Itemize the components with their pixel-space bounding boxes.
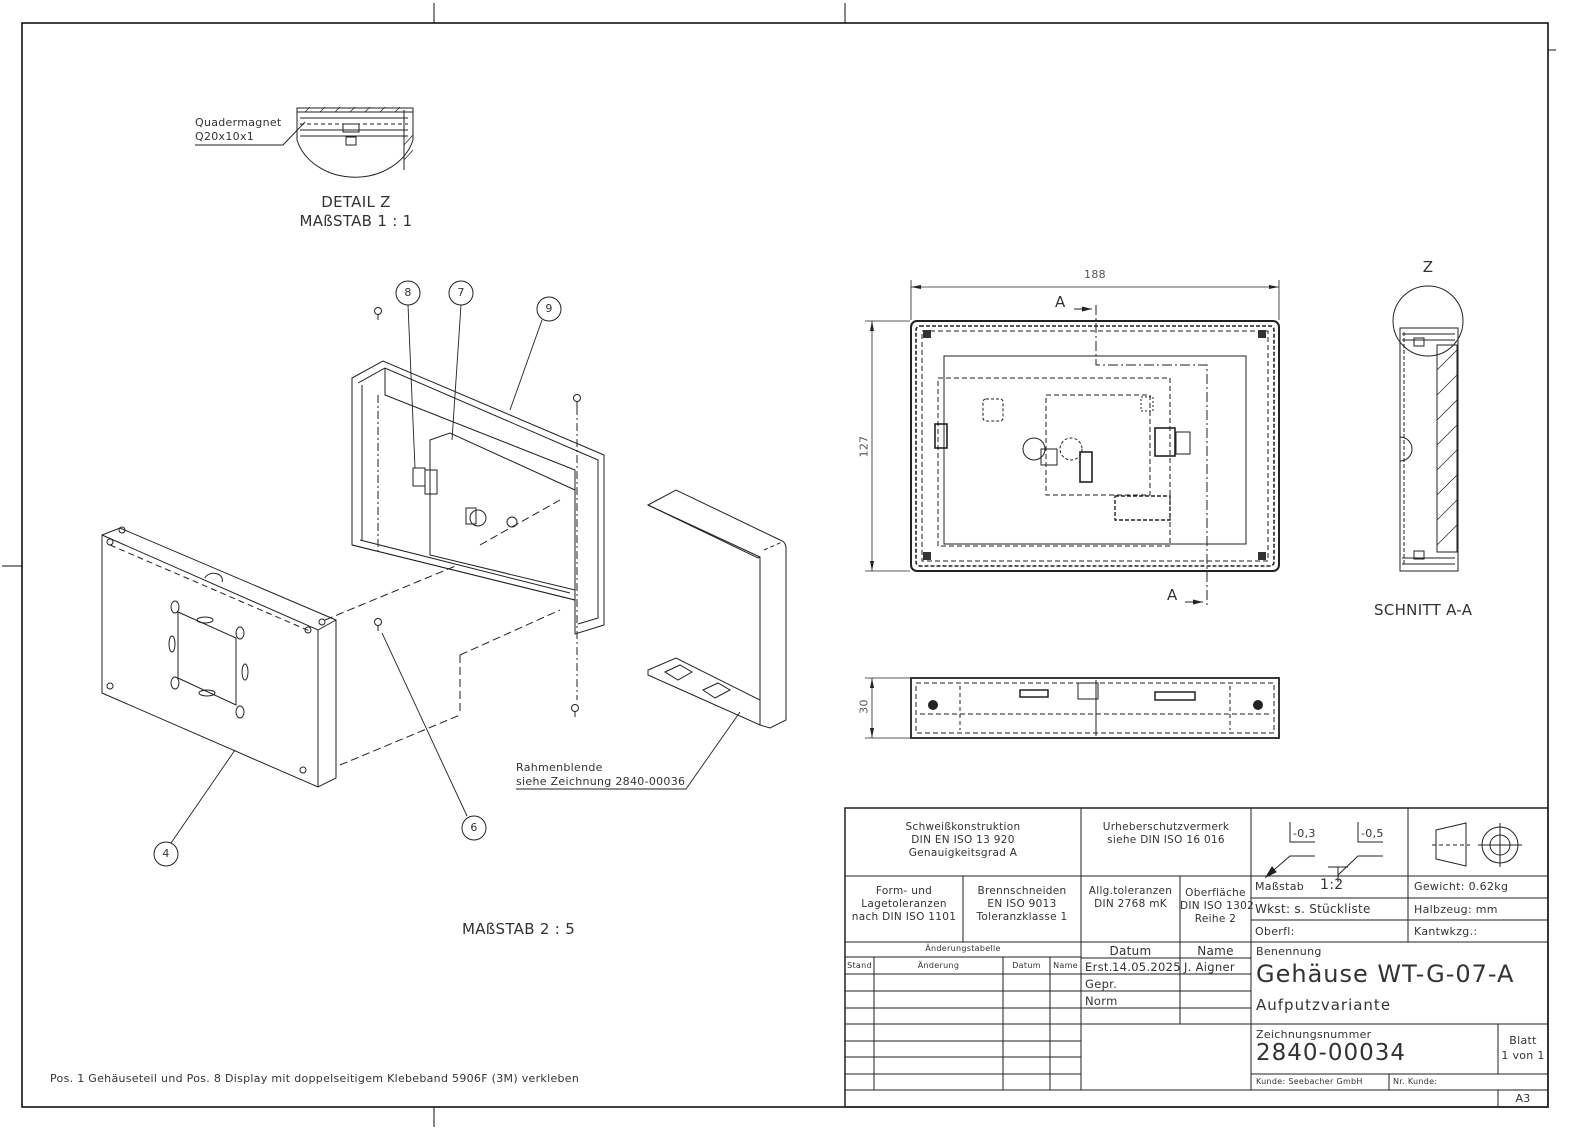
balloon-6: [461, 815, 487, 841]
balloon-4-label: 4: [162, 847, 170, 860]
flame-cut-note: Brennschneiden EN ISO 9013 Toleranzklass…: [976, 885, 1068, 923]
scale-value: 1:2: [1320, 877, 1344, 893]
sheet-border: [21, 22, 1549, 1108]
name-header: Name: [1197, 944, 1234, 958]
form-tolerance-note: Form- und Lagetoleranzen nach DIN ISO 11…: [851, 885, 957, 923]
balloon-9-label: 9: [545, 302, 553, 315]
sheet-format: A3: [1515, 1092, 1531, 1105]
surface-note: Oberfläche DIN ISO 1302 Reihe 2: [1180, 887, 1255, 925]
weight-value: Gewicht: 0.62kg: [1414, 880, 1509, 893]
detail-z-callout-size: Q20x10x1: [195, 130, 255, 143]
designation-label: Benennung: [1256, 945, 1322, 958]
checked-label: Gepr.: [1085, 977, 1118, 991]
screw-icons: [374, 307, 581, 717]
edge-symbol-2-value: -0,5: [1361, 827, 1384, 840]
rahmenblende-reference: siehe Zeichnung 2840-00036: [516, 775, 686, 788]
surface-short-label: Oberfl:: [1255, 925, 1295, 938]
center-marks: [2, 3, 1556, 1127]
section-mark-a-bottom: A: [1167, 586, 1178, 604]
scale-label: Maßstab: [1255, 880, 1305, 893]
exploded-view-scale: MAßSTAB 2 : 5: [462, 920, 576, 938]
projection-symbol-icon: [1435, 822, 1467, 867]
bottom-view-drawing: [865, 677, 1280, 739]
change-table-header-date: Datum: [1012, 961, 1041, 970]
change-table-header-name: Name: [1053, 961, 1078, 970]
change-table-header-change: Änderung: [917, 961, 960, 970]
created-date: 14.05.2025: [1112, 960, 1181, 974]
detail-z-callout-label: Quadermagnet: [195, 116, 282, 129]
balloon-7: [448, 280, 474, 306]
change-table-header-stand: Stand: [847, 961, 872, 970]
balloon-4: [153, 841, 179, 867]
sheet-label: Blatt: [1509, 1034, 1537, 1047]
dim-height-30: 30: [857, 699, 871, 714]
part-balloons: [153, 280, 562, 867]
date-header: Datum: [1109, 944, 1152, 958]
dim-width-188: 188: [1084, 268, 1106, 281]
balloon-9: [536, 296, 562, 322]
balloon-7-label: 7: [457, 286, 465, 299]
section-view-drawing: [1392, 285, 1464, 572]
created-name: J. Aigner: [1184, 960, 1235, 974]
customer-label: Kunde: Seebacher GmbH: [1256, 1077, 1363, 1086]
material-value: Wkst: s. Stückliste: [1255, 902, 1371, 916]
title-block-grid: [844, 807, 1549, 1108]
weld-construction-note: Schweißkonstruktion DIN EN ISO 13 920 Ge…: [905, 821, 1021, 859]
detail-mark-z: Z: [1422, 258, 1434, 276]
drawing-designation: Gehäuse WT-G-07-A: [1256, 960, 1515, 988]
customer-number-label: Nr. Kunde:: [1393, 1077, 1438, 1086]
rahmenblende-label: Rahmenblende: [516, 761, 603, 774]
drawing-number-label: Zeichnungsnummer: [1256, 1028, 1372, 1041]
semi-finished-value: Halbzeug: mm: [1414, 903, 1498, 916]
drawing-subtitle: Aufputzvariante: [1256, 996, 1392, 1014]
change-table-title: Änderungstabelle: [925, 944, 1001, 953]
exploded-view-drawing: [101, 304, 787, 844]
sheet-value: 1 von 1: [1501, 1049, 1545, 1062]
section-view-title: SCHNITT A-A: [1374, 601, 1473, 619]
balloon-8-label: 8: [404, 286, 412, 299]
edge-break-label: Kantwkzg.:: [1414, 925, 1478, 938]
drawing-number: 2840-00034: [1256, 1040, 1406, 1066]
detail-z-scale: MAßSTAB 1 : 1: [299, 212, 413, 230]
section-mark-a-top: A: [1055, 293, 1066, 311]
dim-height-127: 127: [857, 435, 871, 458]
edge-symbol-1-value: -0,3: [1293, 827, 1316, 840]
norm-label: Norm: [1085, 994, 1118, 1008]
created-label: Erst.: [1085, 960, 1113, 974]
front-view-drawing: [865, 280, 1280, 606]
balloon-8: [395, 280, 421, 306]
assembly-note: Pos. 1 Gehäuseteil und Pos. 8 Display mi…: [50, 1072, 580, 1085]
copyright-note: Urheberschutzvermerk siehe DIN ISO 16 01…: [1102, 821, 1230, 846]
general-tolerance-note: Allg.toleranzen DIN 2768 mK: [1088, 885, 1173, 910]
detail-z-drawing: [195, 106, 414, 178]
balloon-6-label: 6: [470, 821, 478, 834]
detail-z-title: DETAIL Z: [321, 193, 391, 211]
